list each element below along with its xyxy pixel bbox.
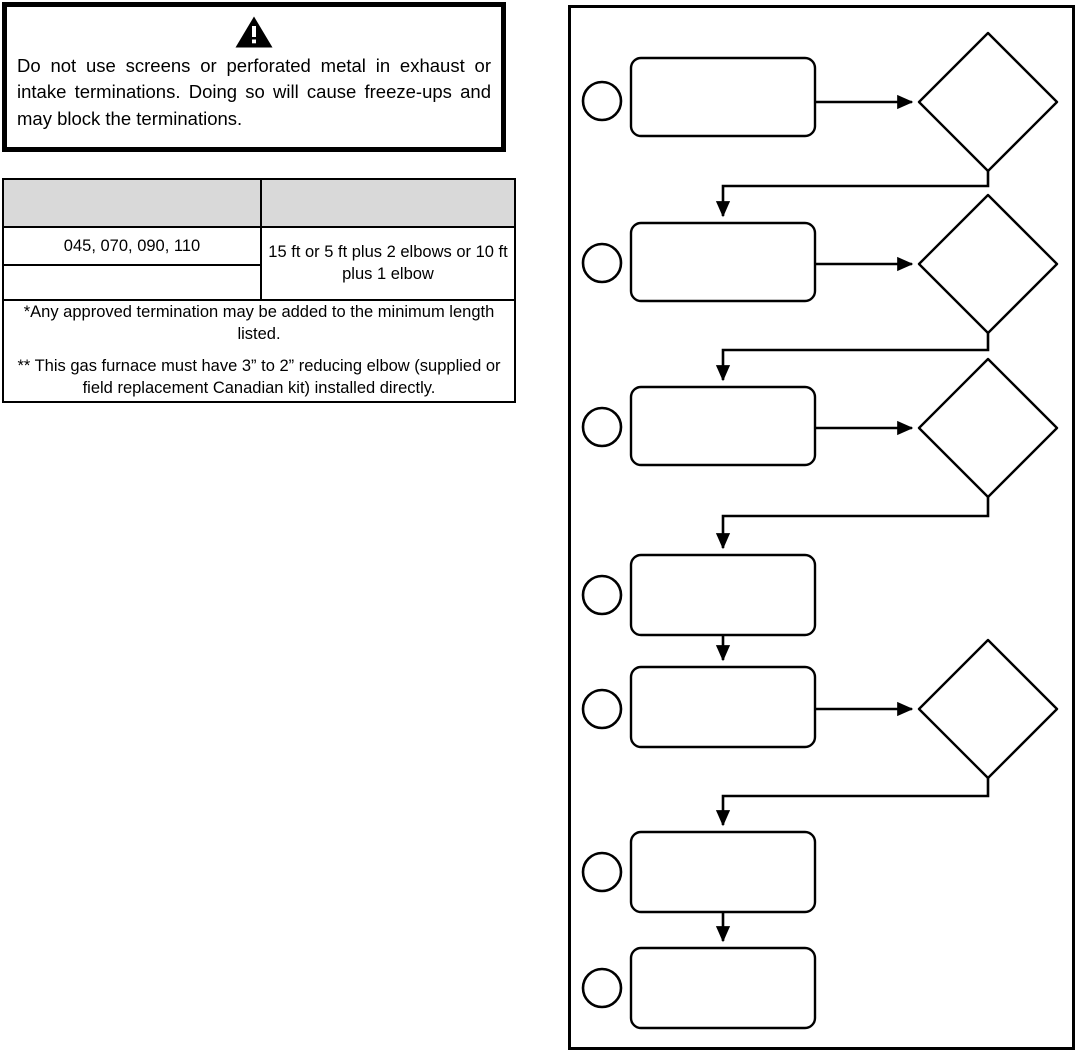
- connector-decision1-to-step2: [715, 171, 990, 218]
- process-box-7[interactable]: [629, 946, 817, 1030]
- decision-diamond-2[interactable]: [917, 193, 1059, 335]
- table-cell-model-empty: [2, 264, 262, 301]
- process-box-3[interactable]: [629, 385, 817, 467]
- warning-icon-container: [7, 7, 501, 51]
- decision-diamond-4[interactable]: [917, 638, 1059, 780]
- vent-length-table: 045, 070, 090, 110 15 ft or 5 ft plus 2 …: [2, 178, 516, 404]
- bullet-circle-3[interactable]: [581, 406, 623, 448]
- bullet-circle-7[interactable]: [581, 967, 623, 1009]
- bullet-circle-4[interactable]: [581, 574, 623, 616]
- table-header-length: [260, 178, 516, 228]
- process-box-2[interactable]: [629, 221, 817, 303]
- bullet-circle-5[interactable]: [581, 688, 623, 730]
- bullet-circle-6[interactable]: [581, 851, 623, 893]
- left-column: Do not use screens or perforated metal i…: [0, 0, 520, 1055]
- table-cell-length: 15 ft or 5 ft plus 2 elbows or 10 ft plu…: [260, 226, 516, 301]
- warning-callout: Do not use screens or perforated metal i…: [2, 2, 506, 152]
- table-cell-model: 045, 070, 090, 110: [2, 226, 262, 266]
- flowchart-panel: [568, 5, 1075, 1050]
- process-box-6[interactable]: [629, 830, 817, 914]
- process-box-5[interactable]: [629, 665, 817, 749]
- warning-text: Do not use screens or perforated metal i…: [17, 55, 491, 129]
- process-box-1[interactable]: [629, 56, 817, 138]
- table-header-row: [2, 178, 516, 228]
- connector-decision2-to-step3: [715, 333, 990, 382]
- footnote-2: ** This gas furnace must have 3” to 2” r…: [17, 356, 501, 397]
- warning-triangle-icon: [235, 16, 273, 48]
- table-notes-row: *Any approved termination may be added t…: [2, 298, 516, 404]
- table-header-model: [2, 178, 262, 228]
- decision-diamond-3[interactable]: [917, 357, 1059, 499]
- bullet-circle-1[interactable]: [581, 80, 623, 122]
- connector-decision3-to-step4: [715, 497, 990, 550]
- connector-decision4-to-step6: [715, 778, 990, 827]
- flowchart-diagram: [581, 31, 1059, 1030]
- table-row: 045, 070, 090, 110 15 ft or 5 ft plus 2 …: [2, 226, 516, 301]
- table-row: [2, 264, 515, 301]
- table-footnotes: *Any approved termination may be added t…: [2, 298, 516, 404]
- decision-diamond-1[interactable]: [917, 31, 1059, 173]
- bullet-circle-2[interactable]: [581, 242, 623, 284]
- footnote-1: *Any approved termination may be added t…: [23, 303, 495, 344]
- process-box-4[interactable]: [629, 553, 817, 637]
